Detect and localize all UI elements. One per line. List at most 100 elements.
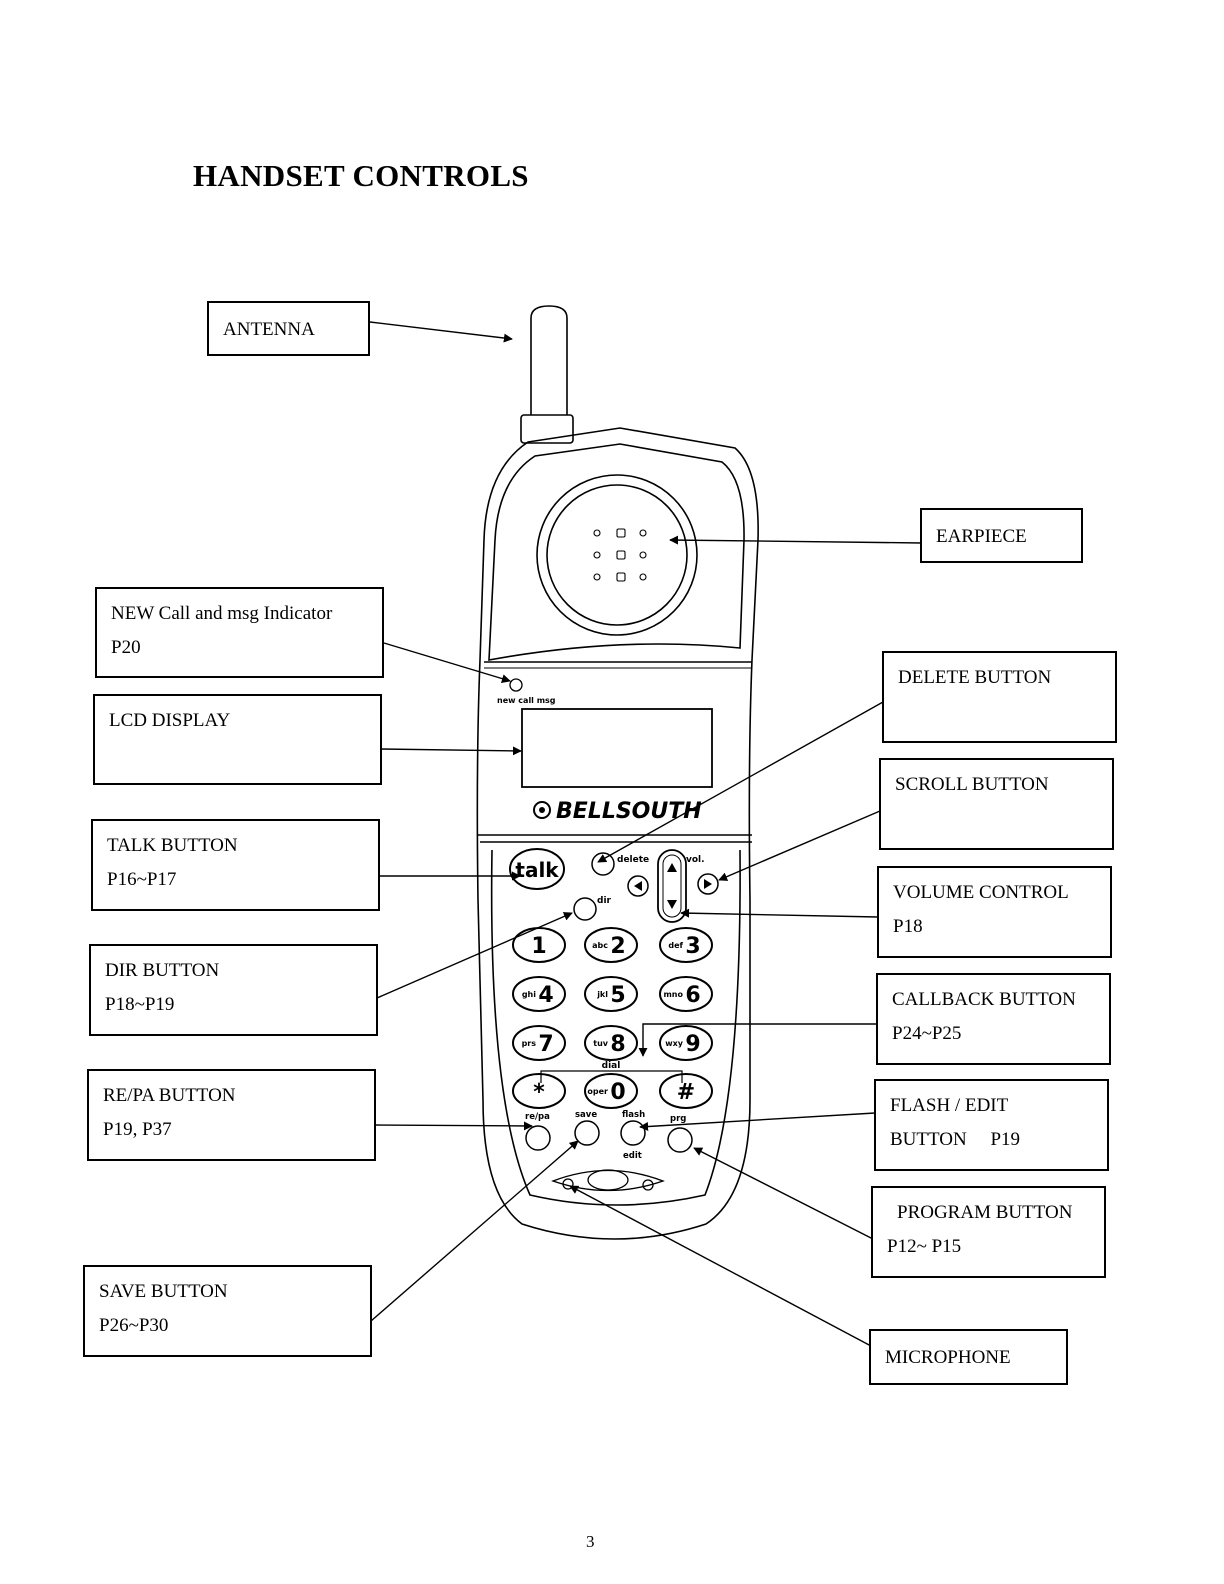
dir-key-label: dir <box>597 896 612 906</box>
dir-key[interactable] <box>573 897 597 921</box>
flash-label-text: FLASH / EDIT <box>890 1095 1009 1116</box>
keypad-key-outline <box>512 1073 566 1109</box>
program-label-page: P12~ P15 <box>887 1236 962 1257</box>
keypad-key-digit: # <box>677 1080 695 1105</box>
repa-button-label: RE/PA BUTTON P19, P37 <box>87 1069 376 1161</box>
delete-label-text: DELETE BUTTON <box>898 667 1052 688</box>
keypad-key-letters: prs <box>522 1039 537 1048</box>
scroll-button-label: SCROLL BUTTON <box>879 758 1114 850</box>
prg-key[interactable] <box>667 1127 693 1153</box>
keypad-key-digit: 9 <box>685 1032 700 1057</box>
keypad-key-outline <box>659 976 713 1012</box>
dir-button-label: DIR BUTTON P18~P19 <box>89 944 378 1036</box>
dial-bracket <box>540 1070 683 1083</box>
keypad-key-outline <box>659 1025 713 1061</box>
keypad-key-outline <box>512 1025 566 1061</box>
talk-key[interactable]: talk <box>509 848 565 890</box>
repa-leader <box>374 1121 533 1131</box>
volume-up-icon <box>667 863 677 872</box>
antenna-leader <box>369 321 513 343</box>
new-call-label-page: P20 <box>111 637 141 658</box>
keypad-key-digit: 6 <box>685 983 700 1008</box>
scroll-leader <box>718 810 881 881</box>
talk-label-text: TALK BUTTON <box>107 835 238 856</box>
repa-label-text: RE/PA BUTTON <box>103 1085 236 1106</box>
save-button-label: SAVE BUTTON P26~P30 <box>83 1265 372 1357</box>
microphone-label-text: MICROPHONE <box>885 1347 1011 1368</box>
keypad-key-outline <box>584 927 638 963</box>
keypad-key[interactable]: 1 <box>512 927 566 963</box>
keypad-key[interactable]: # <box>659 1073 713 1109</box>
microphone <box>551 1169 665 1192</box>
keypad-key-digit: 0 <box>610 1080 625 1105</box>
talk-key-label: talk <box>515 858 559 882</box>
dir-label-page: P18~P19 <box>105 994 175 1015</box>
keypad-key-digit: 1 <box>531 934 546 959</box>
keypad-key-outline <box>584 976 638 1012</box>
keypad-key-digit: 3 <box>685 934 700 959</box>
scroll-right-key[interactable] <box>697 873 719 895</box>
save-key[interactable] <box>574 1120 600 1146</box>
page-title: HANDSET CONTROLS <box>193 158 529 193</box>
delete-key[interactable] <box>591 852 615 876</box>
indicator-caption: new call msg <box>497 696 556 705</box>
brand-logo: BELLSOUTH <box>533 799 702 824</box>
prg-key-label: prg <box>670 1114 686 1124</box>
delete-button-label: DELETE BUTTON <box>882 651 1117 743</box>
flash-key[interactable] <box>620 1120 646 1146</box>
volume-label-page: P18 <box>893 916 923 937</box>
volume-label-text: VOLUME CONTROL <box>893 882 1069 903</box>
keypad-key-letters: mno <box>663 990 683 999</box>
scroll-left-key[interactable] <box>627 875 649 897</box>
talk-label-page: P16~P17 <box>107 869 177 890</box>
microphone-label: MICROPHONE <box>869 1329 1068 1385</box>
volume-control-label: VOLUME CONTROL P18 <box>877 866 1112 958</box>
callback-label-text: CALLBACK BUTTON <box>892 989 1076 1010</box>
leader-lines <box>369 321 923 1347</box>
callback-leader <box>638 1023 877 1057</box>
antenna <box>520 305 574 444</box>
keypad-key-letters: tuv <box>593 1039 609 1048</box>
delete-key-label: delete <box>617 855 649 865</box>
talk-button-label: TALK BUTTON P16~P17 <box>91 819 380 911</box>
delete-leader <box>597 701 884 863</box>
callback-button-label: CALLBACK BUTTON P24~P25 <box>876 973 1111 1065</box>
keypad-key-letters: def <box>668 941 683 950</box>
dial-label: dial <box>602 1061 621 1071</box>
save-label-page: P26~P30 <box>99 1315 169 1336</box>
keypad-key-letters: jkl <box>596 990 608 999</box>
keypad-key-outline <box>659 927 713 963</box>
keypad-key[interactable]: * <box>512 1073 566 1109</box>
earpiece-leader <box>669 535 923 545</box>
program-leader <box>693 1147 874 1240</box>
lcd-label-text: LCD DISPLAY <box>109 710 231 731</box>
earpiece-holes <box>593 528 647 582</box>
lcd-display <box>521 708 713 788</box>
volume-rocker[interactable] <box>657 849 687 923</box>
save-leader <box>370 1140 579 1322</box>
new-call-label-text: NEW Call and msg Indicator <box>111 603 333 624</box>
repa-key[interactable] <box>525 1125 551 1151</box>
keypad-key-letters: ghi <box>522 990 536 999</box>
dir-label-text: DIR BUTTON <box>105 960 220 981</box>
lcd-leader <box>380 746 522 756</box>
keypad-key-digit: 2 <box>610 934 625 959</box>
antenna-label: ANTENNA <box>207 301 370 356</box>
new-call-leader <box>383 642 511 683</box>
program-button-label: PROGRAM BUTTON P12~ P15 <box>871 1186 1106 1278</box>
edit-key-label: edit <box>623 1151 642 1161</box>
microphone-leader <box>569 1185 872 1347</box>
repa-key-label: re/pa <box>525 1112 550 1122</box>
program-label-text: PROGRAM BUTTON <box>897 1202 1073 1223</box>
